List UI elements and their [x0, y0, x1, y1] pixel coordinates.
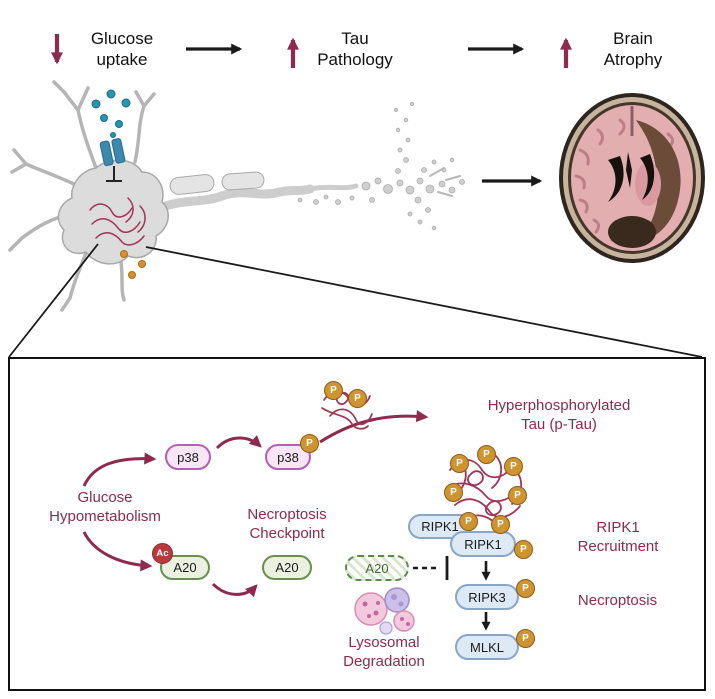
label-ripk1-recruitment: RIPK1 Recruitment [577, 519, 659, 555]
brain-illustration [559, 93, 705, 263]
p38-pill: p38 [165, 444, 211, 470]
label-tau-pathology: Tau Pathology [317, 29, 393, 70]
phosphate-badge-cluster-7: P [491, 515, 510, 534]
glucose-molecules [91, 89, 131, 138]
phosphate-badge-p38: P [300, 434, 319, 453]
phosphate-badge-cluster-5: P [508, 486, 527, 505]
phosphate-badge-tau-top-1: P [324, 381, 343, 400]
mlkl-label: MLKL [470, 639, 504, 655]
phosphate-badge-cluster-1: P [450, 454, 469, 473]
soma [57, 159, 169, 265]
brain-ventricles [608, 152, 655, 202]
phosphate-badge-cluster-6: P [459, 512, 478, 531]
phospho-p38-label: p38 [277, 449, 299, 465]
phosphate-badge-cluster-2: P [477, 445, 496, 464]
ripk3-label: RIPK3 [468, 589, 506, 605]
p38-to-ptau-arrow-icon [319, 410, 429, 444]
metabolite-dots [120, 250, 146, 279]
axon-debris-branches [429, 167, 461, 197]
ripk3-pill: RIPK3 [455, 584, 519, 610]
glucose-transporter-icon [99, 138, 126, 167]
brain-gyri [574, 118, 675, 242]
gh-to-p38-arrow-icon [82, 452, 157, 487]
ripk1-label-1: RIPK1 [421, 519, 459, 534]
phosphate-badge-cluster-4: P [444, 483, 463, 502]
label-glucose-uptake: Glucose uptake [90, 29, 154, 70]
axon-fragments [297, 102, 465, 231]
phosphate-badge-mlkl: P [516, 629, 535, 648]
axon [151, 184, 315, 215]
mlkl-pill: MLKL [455, 634, 519, 660]
degraded-a20-label: A20 [365, 560, 389, 576]
acetyl-badge: Ac [152, 543, 173, 564]
lysosome-cluster [354, 587, 415, 635]
label-brain-atrophy: Brain Atrophy [603, 29, 663, 70]
axon-thin [307, 183, 359, 192]
p38-label: p38 [177, 449, 199, 465]
label-necroptosis-checkpoint: Necroptosis Checkpoint [247, 506, 327, 542]
acetylated-a20-label: A20 [173, 560, 197, 575]
gh-to-a20-arrow-icon [82, 531, 153, 572]
checkpoint-a20-label: A20 [275, 560, 299, 575]
ripk1-pill-2: RIPK1 [450, 531, 516, 557]
label-hyperphosphorylated-tau: Hyperphosphorylated Tau (p-Tau) [487, 397, 631, 433]
phosphate-badge-tau-top-2: P [348, 389, 367, 408]
degraded-a20-pill: A20 [345, 555, 409, 581]
label-glucose-hypometabolism: Glucose Hypometabolism [49, 489, 161, 525]
zoom-lines [8, 243, 703, 358]
tau-tangle-soma [89, 197, 146, 246]
phosphate-badge-ripk3: P [516, 579, 535, 598]
top-flow-arrows [51, 34, 572, 187]
phosphate-badge-cluster-3: P [504, 457, 523, 476]
phosphate-badge-ripk1: P [514, 540, 533, 559]
transporter-inhibition-tbar-icon [106, 166, 122, 182]
p38-to-phospho-p38-arrow-icon [215, 435, 262, 450]
neuron-illustration [8, 80, 465, 312]
myelin-segment-2 [221, 171, 265, 191]
a20-to-checkpoint-arrow-icon [211, 582, 258, 598]
ripk1-label-2: RIPK1 [464, 536, 502, 552]
myelin-segment-1 [169, 174, 215, 195]
label-lysosomal-degradation: Lysosomal Degradation [343, 634, 425, 670]
checkpoint-a20-pill: A20 [262, 555, 312, 580]
label-necroptosis: Necroptosis [577, 592, 658, 609]
pathway-zoom-box [8, 357, 706, 691]
